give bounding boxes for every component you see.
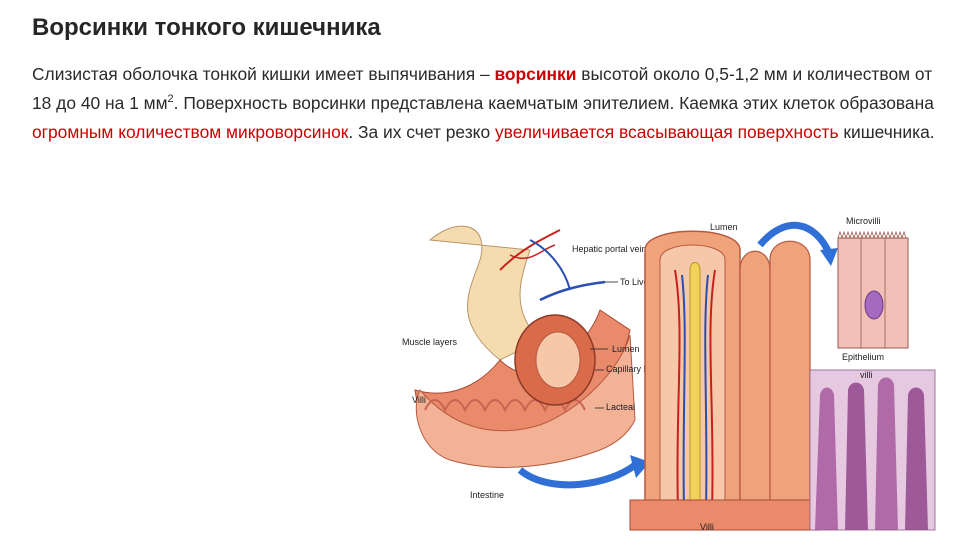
label-muscle-layers: Muscle layers <box>402 337 458 347</box>
label-lacteal: Lacteal <box>606 402 635 412</box>
description-paragraph: Слизистая оболочка тонкой кишки имеет вы… <box>32 60 937 147</box>
label-lumen-top: Lumen <box>710 222 738 232</box>
label-intestine: Intestine <box>470 490 504 500</box>
highlight-villi: ворсинки <box>494 64 576 84</box>
villus-cross-section <box>630 231 820 530</box>
page-title: Ворсинки тонкого кишечника <box>32 14 381 42</box>
highlight-absorption: увеличивается всасывающая поверхность <box>495 122 839 142</box>
label-villi-micro: villi <box>860 370 873 380</box>
text-segment: Слизистая оболочка тонкой кишки имеет вы… <box>32 64 494 84</box>
label-villi-left: Villi <box>412 395 426 405</box>
zoom-arrow-1 <box>520 465 635 485</box>
label-lumen-mid: Lumen <box>612 344 640 354</box>
label-epithelium: Epithelium <box>842 352 884 362</box>
text-segment: кишечника. <box>839 122 935 142</box>
label-villi-bottom: Villi <box>700 522 714 532</box>
highlight-microvilli: огромным количеством микроворсинок <box>32 122 348 142</box>
illustration-svg: Hepatic portal vein To Liver Muscle laye… <box>390 210 950 535</box>
epithelium-panel <box>838 232 908 348</box>
label-hepatic: Hepatic portal vein <box>572 244 647 254</box>
villi-illustration: Hepatic portal vein To Liver Muscle laye… <box>390 210 950 535</box>
text-segment: . За их счет резко <box>348 122 495 142</box>
text-segment: . Поверхность ворсинки представлена каем… <box>174 93 934 113</box>
histology-micrograph <box>810 370 935 530</box>
label-microvilli: Microvilli <box>846 216 881 226</box>
